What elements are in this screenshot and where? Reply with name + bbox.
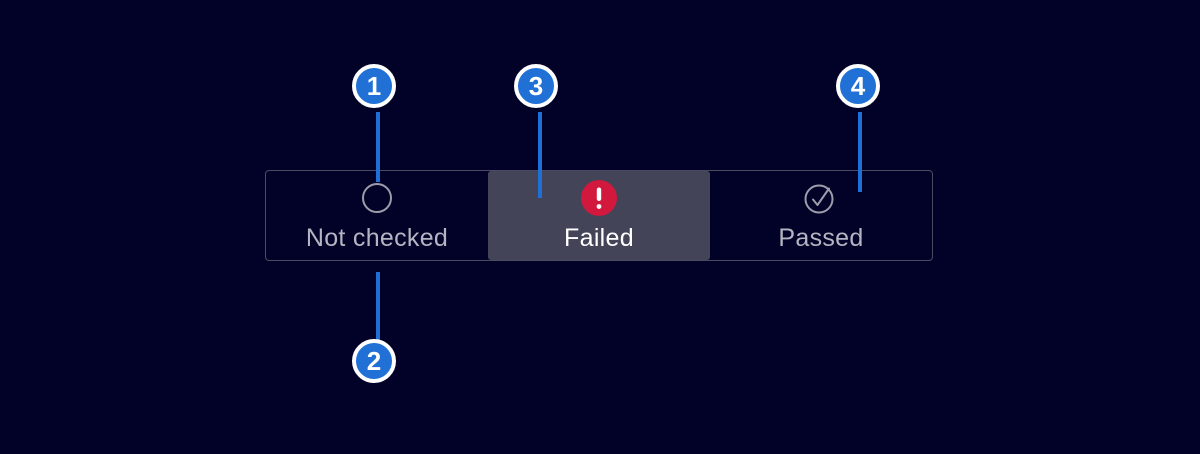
callout-badge-3: 3 bbox=[514, 64, 558, 108]
callout-number-4: 4 bbox=[850, 70, 866, 101]
callout-badge-1: 1 bbox=[352, 64, 396, 108]
passed-check-icon bbox=[804, 179, 838, 217]
check-status-bar: Not checked Failed Passed bbox=[265, 170, 933, 261]
callout-line-1 bbox=[376, 112, 380, 182]
failed-alert-icon bbox=[581, 179, 617, 217]
callout-badge-2: 2 bbox=[352, 339, 396, 383]
segment-label-passed: Passed bbox=[778, 224, 864, 252]
segment-label-failed: Failed bbox=[564, 224, 634, 252]
segment-passed[interactable]: Passed bbox=[710, 171, 932, 260]
callout-number-3: 3 bbox=[528, 70, 544, 101]
not-checked-circle-icon bbox=[361, 179, 393, 217]
callout-number-1: 1 bbox=[366, 70, 382, 101]
segment-not-checked[interactable]: Not checked bbox=[266, 171, 488, 260]
callout-line-4 bbox=[858, 112, 862, 192]
callout-line-2 bbox=[376, 272, 380, 342]
callout-number-2: 2 bbox=[366, 345, 382, 376]
segment-failed[interactable]: Failed bbox=[488, 171, 710, 260]
callout-badge-4: 4 bbox=[836, 64, 880, 108]
callout-line-3 bbox=[538, 112, 542, 198]
segment-label-not-checked: Not checked bbox=[305, 224, 449, 252]
